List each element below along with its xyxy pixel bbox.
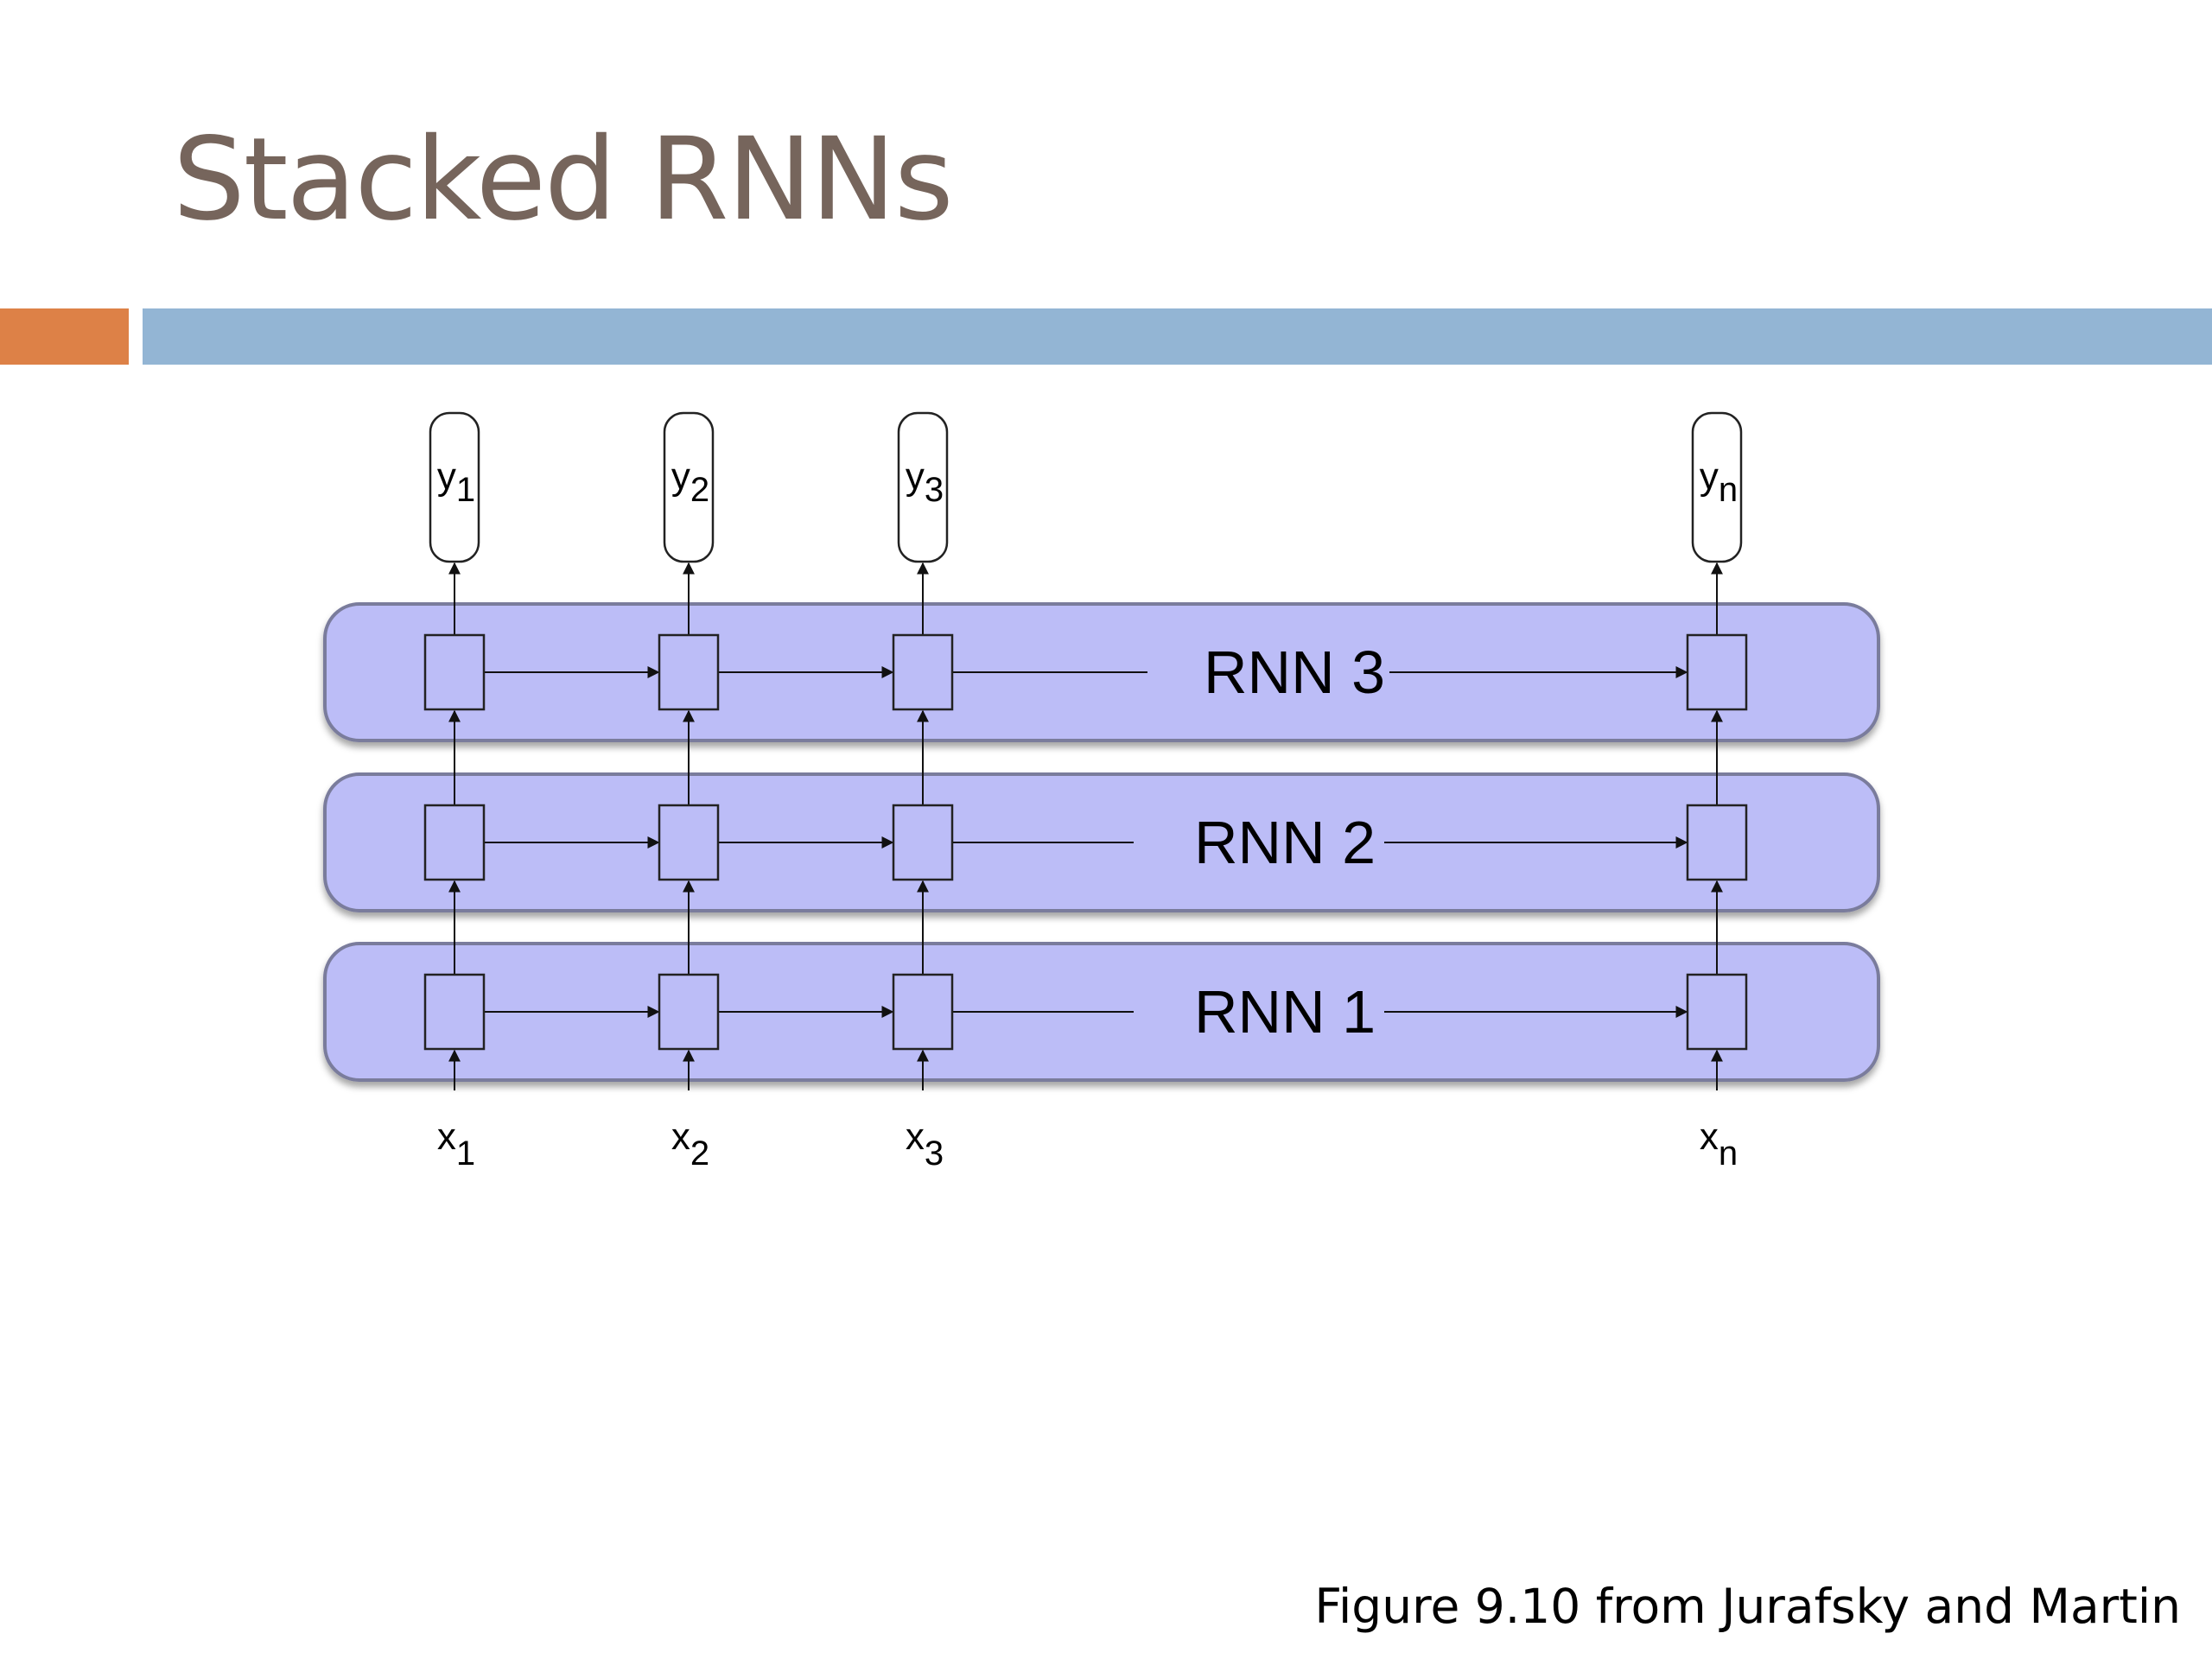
rnn-layer-label: RNN 2 [1194,809,1376,876]
output-node [897,411,949,563]
accent-bar-blue [143,308,2212,365]
output-label: yn [1700,455,1738,509]
input-label: x1 [437,1116,475,1173]
input-label: x2 [671,1116,709,1173]
rnn-cell [423,973,486,1051]
rnn-cell [1686,804,1748,881]
rnn-layer-label: RNN 3 [1204,639,1385,706]
rnn-layer-label: RNN 1 [1194,978,1376,1046]
output-nodes: y1 y2 y3 yn [429,411,1743,563]
output-node [663,411,715,563]
diagram-edges: RNN 3 RNN 2 RNN 1 [448,562,1723,1090]
output-label: y2 [671,455,709,509]
rnn-cell [658,973,720,1051]
rnn-cell [423,804,486,881]
rnn-cell [423,633,486,711]
rnn-cell [892,804,954,881]
input-label: x3 [906,1116,944,1173]
rnn-cells [423,633,1748,1051]
slide-title: Stacked RNNs [173,113,954,246]
input-labels: x1 x2 x3 xn [437,1116,1738,1173]
accent-bar-orange [0,308,129,365]
rnn-cell [892,633,954,711]
output-label: y1 [437,455,475,509]
rnn-cell [658,804,720,881]
rnn-cell [658,633,720,711]
output-node [429,411,480,563]
output-node [1691,411,1743,563]
output-label: y3 [906,455,944,509]
input-label: xn [1700,1116,1738,1173]
rnn-cell [1686,973,1748,1051]
rnn-cell [892,973,954,1051]
rnn-cell [1686,633,1748,711]
figure-caption: Figure 9.10 from Jurafsky and Martin [1314,1579,2181,1634]
